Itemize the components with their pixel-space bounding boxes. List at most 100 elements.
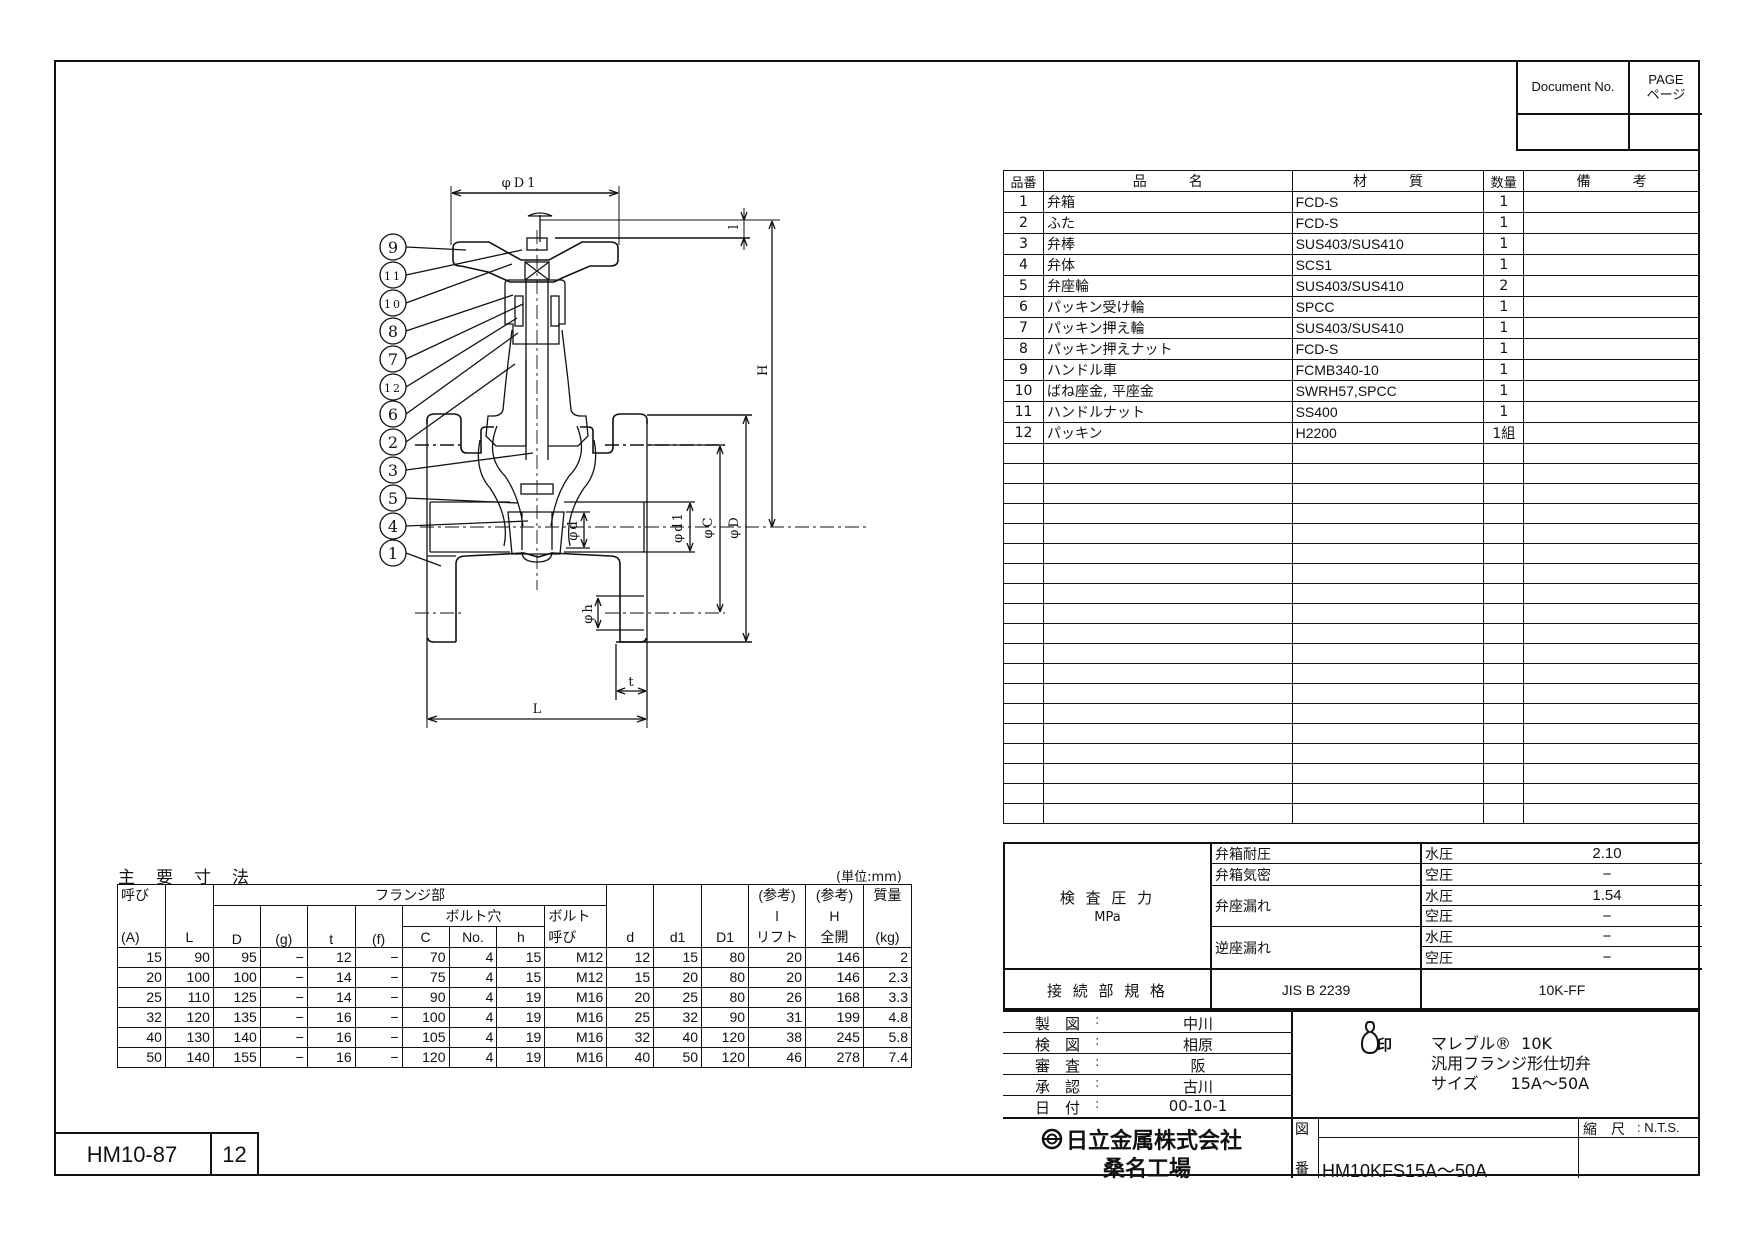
- dimension-cell: 26: [748, 986, 806, 1008]
- dimension-cell: 16: [306, 1026, 356, 1048]
- dimension-cell: 16: [306, 1046, 356, 1068]
- parts-cell-empty: [1291, 643, 1485, 664]
- parts-row-empty: [1003, 743, 1700, 764]
- parts-cell-empty: [1003, 743, 1044, 764]
- dim-label-L: L: [533, 702, 542, 717]
- parts-cell-empty: [1483, 563, 1525, 584]
- parts-cell-empty: [1003, 703, 1044, 724]
- parts-row-empty: [1003, 763, 1700, 784]
- parts-cell-empty: [1003, 643, 1044, 664]
- page-label-en: PAGE: [1648, 71, 1684, 87]
- parts-cell-material: SWRH57,SPCC: [1291, 380, 1485, 402]
- dimension-cell: 4: [448, 966, 498, 988]
- catalog-page: 12: [222, 1142, 247, 1167]
- approval-row: 製 図:中川: [1003, 1012, 1291, 1033]
- dimension-cell: 16: [306, 1006, 356, 1028]
- dimension-cell: 100: [212, 966, 261, 988]
- parts-cell-remarks: [1523, 317, 1700, 339]
- approval-row: 承 認:古川: [1003, 1075, 1291, 1096]
- approval-name: 相原: [1182, 1036, 1213, 1054]
- header-bolt-hole-group: ボルト穴: [401, 905, 546, 927]
- parts-cell-name: パッキン押え輪: [1042, 317, 1293, 339]
- parts-cell-no: 3: [1003, 233, 1044, 255]
- dimension-cell: 32: [117, 1006, 166, 1028]
- dimension-cell: 20: [748, 946, 806, 968]
- header-L: L: [164, 926, 214, 948]
- approval-colon: :: [1095, 1055, 1100, 1070]
- parts-row-empty: [1003, 463, 1700, 484]
- dimension-cell: −: [259, 1046, 308, 1068]
- header-bolt-size: 呼び: [544, 926, 608, 948]
- parts-cell-material: SUS403/SUS410: [1291, 317, 1485, 339]
- header-C: C: [401, 926, 450, 948]
- parts-cell-empty: [1483, 483, 1525, 504]
- dimension-cell: −: [354, 1026, 403, 1048]
- parts-cell-empty: [1042, 503, 1293, 524]
- parts-cell-remarks: [1523, 338, 1700, 360]
- parts-cell-no: 6: [1003, 296, 1044, 318]
- parts-cell-empty: [1291, 463, 1485, 484]
- inspection-medium: 空圧: [1425, 950, 1453, 967]
- parts-cell-empty: [1483, 703, 1525, 724]
- parts-cell-empty: [1291, 783, 1485, 804]
- inspection-value: −: [1512, 906, 1702, 927]
- approval-role: 検 図: [1035, 1036, 1081, 1054]
- parts-cell-empty: [1003, 783, 1044, 804]
- header-H-ref: (参考): [805, 884, 864, 906]
- parts-cell-empty: [1003, 483, 1044, 504]
- approval-row: 審 査:阪: [1003, 1054, 1291, 1075]
- parts-cell-qty: 1: [1483, 338, 1525, 360]
- parts-cell-empty: [1523, 703, 1700, 724]
- parts-cell-empty: [1483, 723, 1525, 744]
- parts-cell-material: SCS1: [1291, 254, 1485, 276]
- parts-cell-no: 12: [1003, 422, 1044, 444]
- inspection-medium: 空圧: [1422, 906, 1512, 927]
- connection-label: 接 続 部 規 格: [1005, 968, 1212, 1012]
- parts-cell-empty: [1042, 643, 1293, 664]
- dimension-cell: 20: [606, 986, 655, 1008]
- dimension-cell: 110: [164, 986, 214, 1008]
- parts-cell-empty: [1042, 463, 1293, 484]
- parts-cell-empty: [1003, 503, 1044, 524]
- parts-cell-empty: [1003, 623, 1044, 644]
- dimension-cell: M16: [544, 1006, 608, 1028]
- dimension-cell: M16: [544, 1026, 608, 1048]
- callout-label: 8: [388, 322, 398, 341]
- parts-cell-empty: [1483, 463, 1525, 484]
- callout-label: 7: [388, 350, 398, 369]
- callout-label: 10: [384, 298, 402, 311]
- parts-cell-material: SUS403/SUS410: [1291, 233, 1485, 255]
- dimension-cell: 168: [805, 986, 864, 1008]
- dimension-cell: −: [259, 1026, 308, 1048]
- parts-cell-qty: 2: [1483, 275, 1525, 297]
- parts-cell-material: FCD-S: [1291, 338, 1485, 360]
- dimension-cell: 2.3: [862, 966, 913, 988]
- callout-label: 12: [384, 382, 402, 395]
- dimension-cell: −: [354, 986, 403, 1008]
- parts-cell-remarks: [1523, 212, 1700, 234]
- company-block: 日立金属株式会社 桑名工場: [1003, 1117, 1291, 1182]
- approval-name: 中川: [1182, 1015, 1213, 1033]
- approval-name: 古川: [1182, 1078, 1213, 1096]
- parts-cell-empty: [1523, 743, 1700, 764]
- parts-cell-no: 4: [1003, 254, 1044, 276]
- title-block: 製 図:中川検 図:相原審 査:阪承 認:古川日 付:00-10-1 印 マレブ…: [1003, 1010, 1700, 1182]
- header-D: D: [212, 905, 261, 948]
- dimension-cell: −: [259, 966, 308, 988]
- parts-cell-no: 9: [1003, 359, 1044, 381]
- dimension-cell: 146: [805, 946, 864, 968]
- connection-standard: JIS B 2239: [1212, 968, 1422, 1012]
- parts-cell-material: H2200: [1291, 422, 1485, 444]
- parts-cell-remarks: [1523, 191, 1700, 213]
- parts-header-remarks: 備 考: [1523, 170, 1700, 192]
- product-line-1: マレブル® 10K: [1431, 1034, 1553, 1053]
- parts-cell-empty: [1523, 583, 1700, 604]
- parts-cell-empty: [1003, 563, 1044, 584]
- factory-name: 桑名工場: [1102, 1157, 1191, 1182]
- drawing-label-top: 図: [1295, 1122, 1309, 1138]
